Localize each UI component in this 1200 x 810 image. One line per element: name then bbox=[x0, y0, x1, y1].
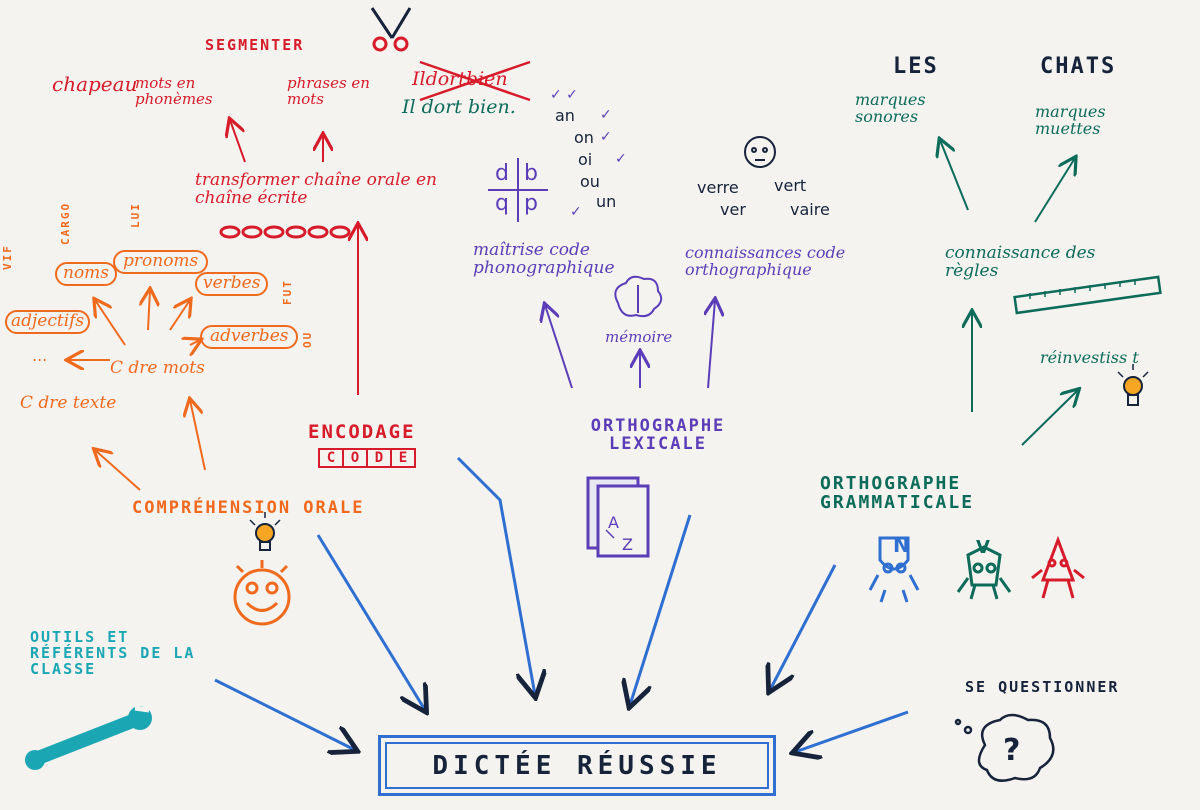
grammaticale-title: ORTHOGRAPHE GRAMMATICALE bbox=[820, 473, 975, 513]
homophone-vaire: vaire bbox=[790, 200, 830, 219]
check-icon: ✓ bbox=[600, 107, 612, 123]
arrow-comprehension-to-dictee bbox=[316, 534, 425, 710]
side-label-fut: FUT bbox=[281, 279, 294, 305]
cdre-texte-label: C dre texte bbox=[20, 393, 117, 413]
dictionary-icon: A Z bbox=[586, 476, 650, 558]
svg-text:V: V bbox=[976, 537, 990, 558]
mots-en-phonemes-label: mots en phonèmes bbox=[135, 74, 213, 108]
brain-icon bbox=[614, 275, 663, 318]
noun-character-icon: N bbox=[868, 533, 920, 603]
adjective-character-icon bbox=[1031, 535, 1085, 599]
check-icon: ✓ ✓ bbox=[550, 87, 578, 103]
questionner-title: SE QUESTIONNER bbox=[965, 678, 1120, 696]
homophone-verre: verre bbox=[697, 178, 739, 197]
dbqp-q: q bbox=[495, 191, 509, 216]
dictee-label: DICTÉE RÉUSSIE bbox=[432, 750, 722, 781]
side-label-cargo: CARGO bbox=[59, 201, 72, 245]
dbqp-d: d bbox=[495, 161, 509, 186]
lexicale-title: ORTHOGRAPHE LEXICALE bbox=[590, 416, 726, 454]
connaissances-code-label: connaissances code orthographique bbox=[685, 243, 846, 279]
arrow-outils-to-dictee bbox=[214, 678, 355, 750]
les-label: LES bbox=[893, 54, 939, 79]
il-dort-bien-label: Il dort bien. bbox=[402, 96, 516, 118]
maitrise-label: maîtrise code phonographique bbox=[473, 240, 615, 278]
phrases-en-mots-label: phrases en mots bbox=[287, 74, 370, 108]
arrow-lexicale-to-dictee bbox=[630, 514, 692, 705]
code-box-o: O bbox=[344, 450, 368, 466]
word-verbes: verbes bbox=[195, 272, 269, 296]
code-box-d: D bbox=[368, 450, 392, 466]
homophone-vert: vert bbox=[774, 176, 807, 195]
sound-an: an bbox=[555, 106, 575, 125]
ellipsis-label: ... bbox=[32, 346, 48, 365]
question-mark: ? bbox=[1003, 733, 1021, 768]
code-boxes: C O D E bbox=[318, 448, 416, 468]
sound-un: un bbox=[596, 192, 617, 211]
sound-on: on bbox=[574, 128, 594, 147]
svg-text:N: N bbox=[893, 533, 910, 557]
dbqp-p: p bbox=[524, 191, 538, 216]
comprehension-title: COMPRÉHENSION ORALE bbox=[132, 498, 365, 518]
marques-muettes-label: marques muettes bbox=[1035, 102, 1106, 138]
transform-label: transformer chaîne orale en chaîne écrit… bbox=[195, 170, 437, 208]
connaissance-regles-label: connaissance des règles bbox=[945, 243, 1096, 281]
ildortbien-crossed: Ildortbien bbox=[412, 68, 508, 90]
memoire-label: mémoire bbox=[605, 328, 673, 346]
dbqp-grid bbox=[488, 158, 548, 222]
word-adjectifs: adjectifs bbox=[5, 310, 91, 334]
sound-ou: ou bbox=[580, 172, 600, 191]
check-icon: ✓ bbox=[570, 204, 582, 220]
question-bubble-icon bbox=[954, 713, 1055, 782]
code-box-e: E bbox=[398, 450, 408, 466]
wrench-icon bbox=[25, 705, 152, 770]
check-icon: ✓ bbox=[600, 129, 612, 145]
segmenter-label: SEGMENTER bbox=[205, 36, 305, 54]
lightbulb-icon-green bbox=[1117, 364, 1149, 406]
sound-oi: oi bbox=[578, 150, 593, 169]
ruler-icon bbox=[1013, 275, 1162, 315]
side-label-vif: VIF bbox=[1, 244, 14, 270]
check-icon: ✓ bbox=[615, 151, 627, 167]
marques-sonores-label: marques sonores bbox=[855, 90, 926, 126]
lightbulb-icon-orange bbox=[249, 512, 281, 551]
chats-label: CHATS bbox=[1040, 54, 1117, 79]
reinvestissement-label: réinvestiss t bbox=[1040, 348, 1139, 367]
word-adverbes: adverbes bbox=[200, 325, 299, 349]
side-label-lui: LUI bbox=[129, 202, 142, 228]
chapeau-word: chapeau bbox=[52, 72, 138, 96]
arrow-encodage-to-dictee bbox=[456, 456, 535, 695]
outils-title: OUTILS ET RÉFÉRENTS DE LA CLASSE bbox=[30, 628, 196, 678]
cdre-mots-label: C dre mots bbox=[110, 358, 205, 378]
svg-text:A: A bbox=[608, 513, 619, 532]
smiley-face-icon bbox=[233, 560, 291, 626]
svg-text:Z: Z bbox=[622, 535, 633, 554]
scissors-icon bbox=[370, 7, 412, 52]
arrow-grammaticale-to-dictee bbox=[770, 564, 837, 690]
word-noms: noms bbox=[55, 262, 118, 286]
code-box-c: C bbox=[320, 450, 344, 466]
word-pronoms: pronoms bbox=[113, 250, 209, 274]
side-label-ou: OU bbox=[301, 330, 314, 348]
arrow-questionner-to-dictee bbox=[795, 710, 909, 752]
homophone-ver: ver bbox=[720, 200, 746, 219]
dbqp-b: b bbox=[524, 161, 538, 186]
chain-icon bbox=[219, 225, 351, 239]
thinking-face-icon bbox=[744, 136, 776, 168]
encodage-title: ENCODAGE bbox=[308, 421, 416, 443]
verb-character-icon: V bbox=[956, 537, 1012, 600]
dictee-box: DICTÉE RÉUSSIE bbox=[378, 735, 776, 796]
